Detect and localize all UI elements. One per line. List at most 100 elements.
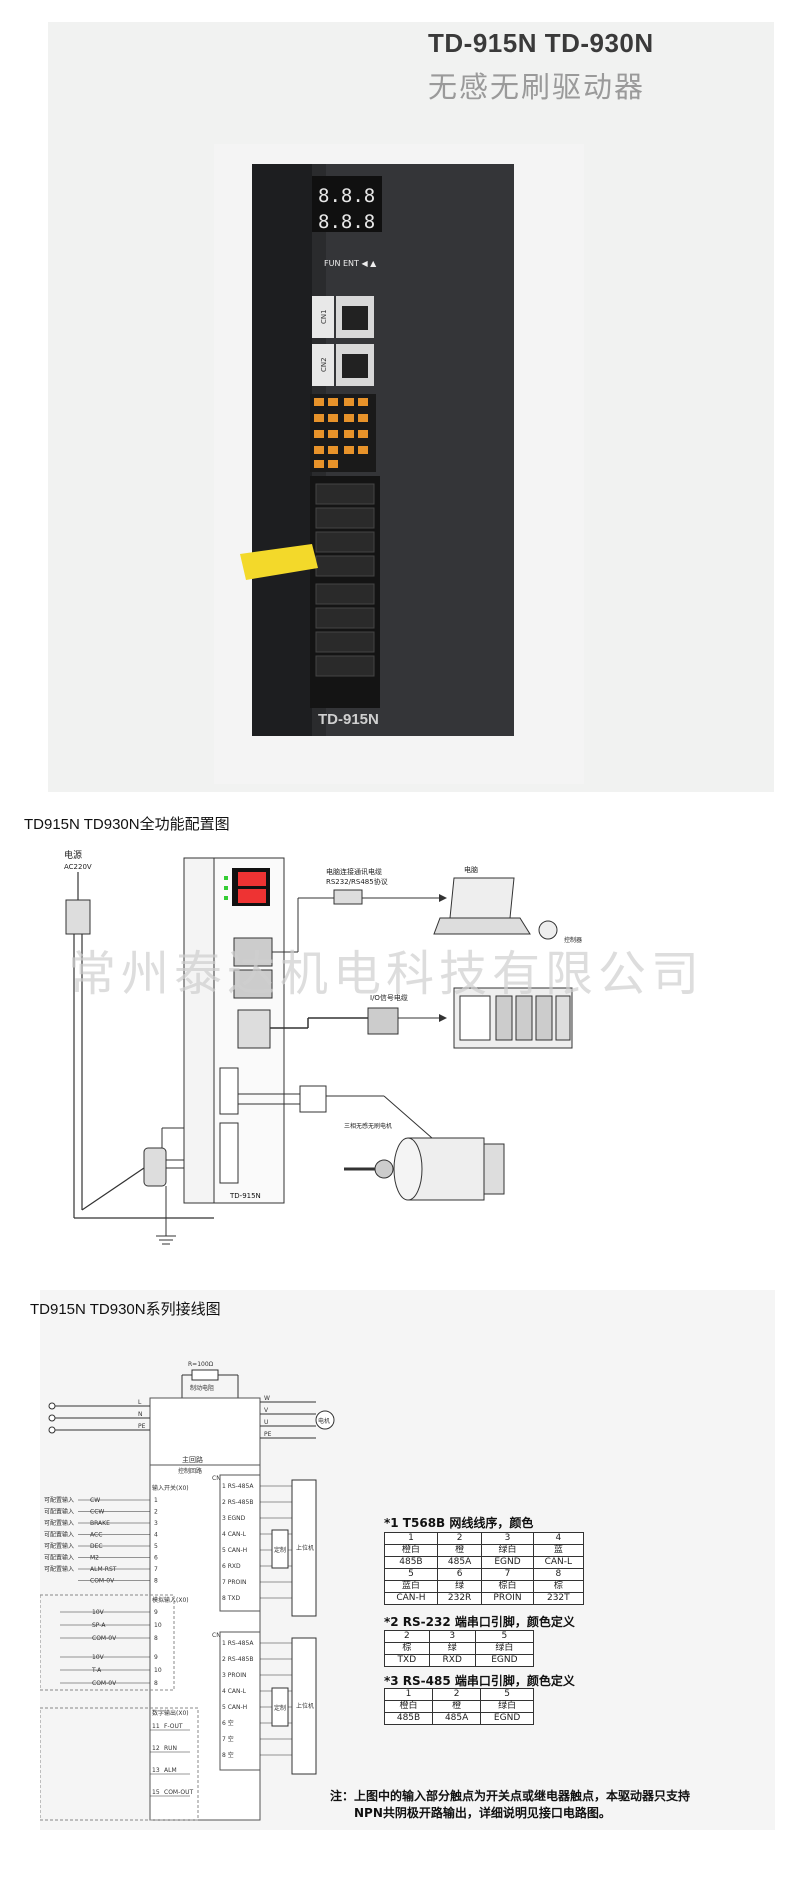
cn2-custom-label: 定制: [274, 1704, 286, 1712]
power-terminal-label: N: [138, 1411, 143, 1418]
table-cell: 232R: [436, 1592, 483, 1605]
table-row: 棕绿绿白: [384, 1642, 535, 1655]
input-signal: ALM-RST: [90, 1566, 117, 1573]
product-title: TD-915N TD-930N: [428, 28, 654, 58]
table-row: 橙白橙绿白蓝: [384, 1544, 585, 1557]
cn1-label: CN1: [212, 1475, 225, 1482]
note-line1: 注：上图中的输入部分触点为开关点或继电器触点，本驱动器只支持: [330, 1789, 691, 1803]
table-cell: 8: [532, 1568, 585, 1581]
analog-pin: 10: [154, 1667, 162, 1674]
table-cell: 4: [532, 1532, 585, 1545]
motor-terminal-label: U: [264, 1419, 268, 1426]
input-signal: M2: [90, 1555, 99, 1562]
table-cell: 绿白: [480, 1700, 534, 1713]
table-cell: EGND: [480, 1712, 534, 1725]
wiring-title: TD915N TD930N系列接线图: [30, 1301, 221, 1318]
analog-section-label: 模拟输入(X0): [152, 1596, 189, 1604]
digital-out-signal: ALM: [164, 1767, 177, 1774]
input-signal: CW: [90, 1497, 100, 1504]
analog-signal: 10V: [92, 1654, 105, 1661]
analog-signal: COM-0V: [92, 1635, 117, 1642]
table-row: 蓝白绿棕白棕: [384, 1580, 585, 1593]
cn2-pin: 4 CAN-L: [222, 1688, 247, 1695]
wiring-note: 注：上图中的输入部分触点为开关点或继电器触点，本驱动器只支持 NPN共阴极开路输…: [330, 1788, 770, 1822]
table-cell: 6: [436, 1568, 483, 1581]
brake-resistor-label: 制动电阻: [190, 1384, 214, 1392]
input-section-label: 输入开关(X0): [152, 1484, 189, 1492]
config-diagram: 电源 AC220V TD-915N: [44, 838, 738, 1258]
table-cell: 7: [481, 1568, 534, 1581]
input-label: 可配置输入: [44, 1554, 74, 1562]
table-cell: 橙白: [383, 1700, 434, 1713]
input-pin: 5: [154, 1543, 158, 1550]
input-label: 可配置输入: [44, 1508, 74, 1516]
cn1-pin: 2 RS-485B: [222, 1499, 253, 1506]
port-cn1-label: CN1: [320, 309, 328, 324]
input-signal: CCW: [90, 1509, 104, 1516]
motor-terminal-label: W: [264, 1395, 270, 1402]
input-label: 可配置输入: [44, 1542, 74, 1550]
io-cable-label: I/O信号电缆: [370, 993, 408, 1002]
watermark: 常州泰达机电科技有限公司: [68, 946, 705, 1002]
table-cell: EGND: [474, 1654, 535, 1667]
power-label: 电源: [64, 849, 82, 861]
input-label: 可配置输入: [44, 1496, 74, 1504]
table-cell: 1: [383, 1688, 434, 1701]
power-terminal-dot: [48, 1402, 56, 1410]
button-labels: FUN ENT ◀ ▲: [324, 259, 377, 268]
analog-signal: SP-A: [92, 1622, 106, 1629]
photo-model-label: TD-915N: [318, 711, 379, 728]
digital-out-pin: 15: [152, 1789, 160, 1796]
motor-terminal-label: V: [264, 1407, 269, 1414]
motor-symbol-label: 电机: [318, 1417, 330, 1425]
brake-resistor-value: R=100Ω: [188, 1361, 214, 1368]
analog-signal: 10V: [92, 1609, 105, 1616]
product-photo: 8.8.8 8.8.8 FUN ENT ◀ ▲ CN1 CN2: [214, 144, 584, 784]
table-cell: 5: [474, 1630, 535, 1643]
pc-cable-protocol: RS232/RS485协议: [326, 877, 388, 886]
config-title: TD915N TD930N全功能配置图: [24, 816, 230, 833]
analog-pin: 9: [154, 1654, 158, 1661]
note-line2: NPN共阴极开路输出，详细说明见接口电路图。: [354, 1806, 611, 1820]
digital-out-signal: COM-OUT: [164, 1789, 194, 1796]
table-cell: 棕: [532, 1580, 585, 1593]
power-terminal-label: L: [138, 1399, 142, 1406]
table-cell: 5: [480, 1688, 534, 1701]
cn1-pin: 5 CAN-H: [222, 1547, 247, 1554]
input-label: 可配置输入: [44, 1519, 74, 1527]
analog-signal: T-A: [91, 1667, 102, 1674]
cn1-custom-label: 定制: [274, 1546, 286, 1554]
table-cell: 2: [432, 1688, 482, 1701]
main-circuit-label: 主回路: [182, 1455, 203, 1464]
product-banner: TD-915N TD-930N 无感无刷驱动器 8.8.8 8.8.8 FUN …: [48, 22, 774, 792]
cn2-pin: 7 空: [222, 1735, 234, 1743]
table-cell: 棕白: [481, 1580, 534, 1593]
input-signal: COM-0V: [90, 1578, 115, 1585]
table-cell: CAN-H: [384, 1592, 438, 1605]
input-signal: DEC: [90, 1543, 103, 1550]
table-cell: 485B: [383, 1712, 434, 1725]
table-cell: 5: [384, 1568, 438, 1581]
table-cell: 橙: [436, 1544, 483, 1557]
table-cell: 1: [384, 1532, 438, 1545]
analog-pin: 8: [154, 1635, 158, 1642]
analog-pin: 10: [154, 1622, 162, 1629]
table-cell: RXD: [428, 1654, 476, 1667]
input-label: 可配置输入: [44, 1531, 74, 1539]
digital-out-section-label: 数字输出(X0): [152, 1709, 189, 1717]
input-pin: 8: [154, 1578, 158, 1585]
input-pin: 1: [154, 1497, 158, 1504]
digital-out-signal: RUN: [164, 1745, 177, 1752]
rs232-caption: *2 RS-232 端串口引脚，颜色定义: [384, 1615, 575, 1629]
cn2-pin: 1 RS-485A: [222, 1640, 254, 1647]
cn1-pin: 1 RS-485A: [222, 1483, 254, 1490]
input-pin: 3: [154, 1520, 158, 1527]
cn2-pin: 3 PROIN: [222, 1672, 247, 1679]
table-cell: 绿: [436, 1580, 483, 1593]
